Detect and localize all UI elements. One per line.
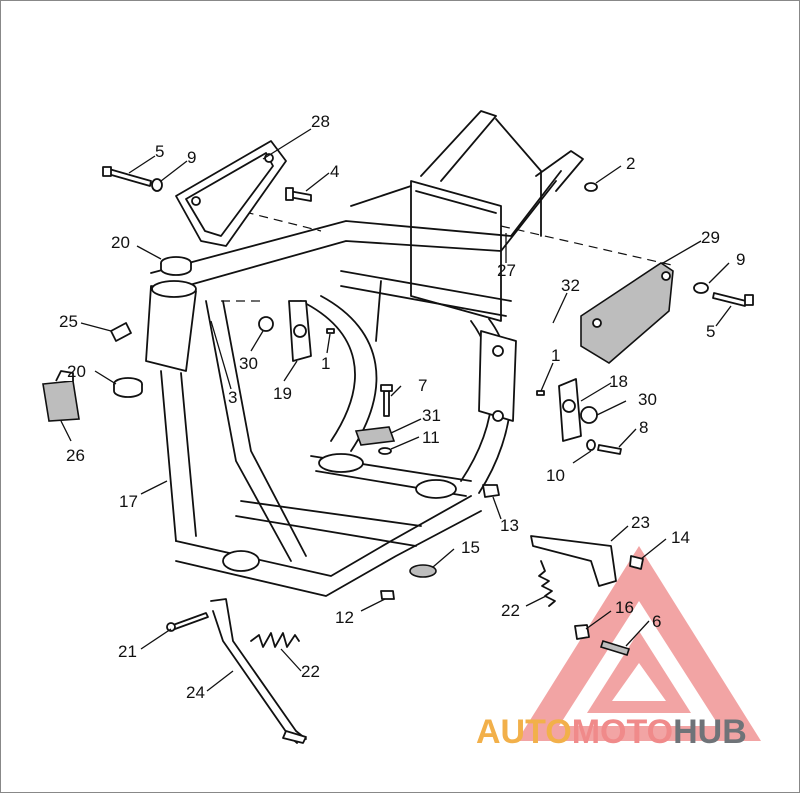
callout-15: 15 xyxy=(461,538,480,557)
callout-29: 29 xyxy=(701,228,720,247)
callout-22-right: 22 xyxy=(501,601,520,620)
stud-4 xyxy=(285,187,312,202)
callout-30-left: 30 xyxy=(239,354,258,373)
mount-plate-18 xyxy=(558,378,582,442)
side-cover-left xyxy=(175,140,287,247)
callout-2: 2 xyxy=(626,154,635,173)
pad-31 xyxy=(354,426,396,446)
bolt-7 xyxy=(380,384,393,417)
bearing-cup-upper xyxy=(160,256,192,276)
callout-32: 32 xyxy=(561,276,580,295)
grease-fitting xyxy=(110,322,132,342)
watermark-logo xyxy=(517,546,761,741)
callout-26: 26 xyxy=(66,446,85,465)
mount-plate-19 xyxy=(288,300,312,362)
callout-labels: 28 5 9 4 2 20 29 9 27 5 25 32 20 30 19 1… xyxy=(59,112,745,702)
callout-21: 21 xyxy=(118,642,137,661)
callout-12: 12 xyxy=(335,608,354,627)
callout-5-right: 5 xyxy=(706,322,715,341)
pin-1-right xyxy=(536,390,545,396)
callout-9: 9 xyxy=(187,148,196,167)
pin-1-left xyxy=(326,328,335,334)
callout-19: 19 xyxy=(273,384,292,403)
washer-upper-left xyxy=(151,178,163,192)
bracket-26 xyxy=(42,370,80,422)
spring-22-right xyxy=(538,560,556,607)
callout-18: 18 xyxy=(609,372,628,391)
callout-6: 6 xyxy=(652,612,661,631)
callout-14: 14 xyxy=(671,528,690,547)
watermark-hub-part: HUB xyxy=(673,713,747,751)
side-cover-right xyxy=(580,262,674,364)
bolt-upper-left xyxy=(102,166,152,187)
callout-25: 25 xyxy=(59,312,78,331)
plug-2 xyxy=(584,182,598,192)
callout-24: 24 xyxy=(186,683,205,702)
watermark-text: AUTOMOTOHUB xyxy=(476,713,747,751)
bolt-right xyxy=(693,282,754,307)
nut-16 xyxy=(574,624,590,640)
nut-12 xyxy=(380,590,395,600)
callout-7: 7 xyxy=(418,376,427,395)
callout-20-lower: 20 xyxy=(67,362,86,381)
callout-23: 23 xyxy=(631,513,650,532)
callout-11: 11 xyxy=(422,428,440,447)
callout-20-upper: 20 xyxy=(111,233,130,252)
callout-30-right: 30 xyxy=(638,390,657,409)
callout-4: 4 xyxy=(330,162,339,181)
callout-17: 17 xyxy=(119,492,138,511)
callout-1-right: 1 xyxy=(551,346,560,365)
callout-3: 3 xyxy=(228,388,237,407)
callout-13: 13 xyxy=(500,516,519,535)
callout-16: 16 xyxy=(615,598,634,617)
callout-22-lower: 22 xyxy=(301,662,320,681)
spring-22-lower xyxy=(250,632,300,648)
callout-31: 31 xyxy=(422,406,441,425)
cap-30-left xyxy=(258,316,274,332)
nut-14 xyxy=(629,555,644,570)
bushing-15 xyxy=(409,564,437,578)
callout-28: 28 xyxy=(311,112,330,131)
callout-8: 8 xyxy=(639,418,648,437)
callout-5: 5 xyxy=(155,142,164,161)
nut-13 xyxy=(482,484,500,498)
kickstand-24 xyxy=(210,598,307,744)
leader-lines xyxy=(60,128,732,692)
callout-9-right: 9 xyxy=(736,250,745,269)
callout-1-left: 1 xyxy=(321,354,330,373)
callout-10: 10 xyxy=(546,466,565,485)
watermark-moto-part: MOTO xyxy=(572,713,673,751)
washer-10 xyxy=(586,439,596,451)
bolt-6 xyxy=(599,640,631,656)
bracket-23 xyxy=(530,535,617,587)
callout-27: 27 xyxy=(497,261,516,280)
bearing-cup-lower xyxy=(113,377,143,398)
watermark-auto: AUTOMOTOHUB xyxy=(476,713,747,751)
motorcycle-frame xyxy=(145,110,677,597)
washer-11 xyxy=(378,447,392,455)
bolt-8 xyxy=(597,444,622,455)
watermark-auto-part: AUTO xyxy=(476,713,572,751)
cap-30-right xyxy=(580,406,598,424)
pin-21 xyxy=(166,612,209,632)
